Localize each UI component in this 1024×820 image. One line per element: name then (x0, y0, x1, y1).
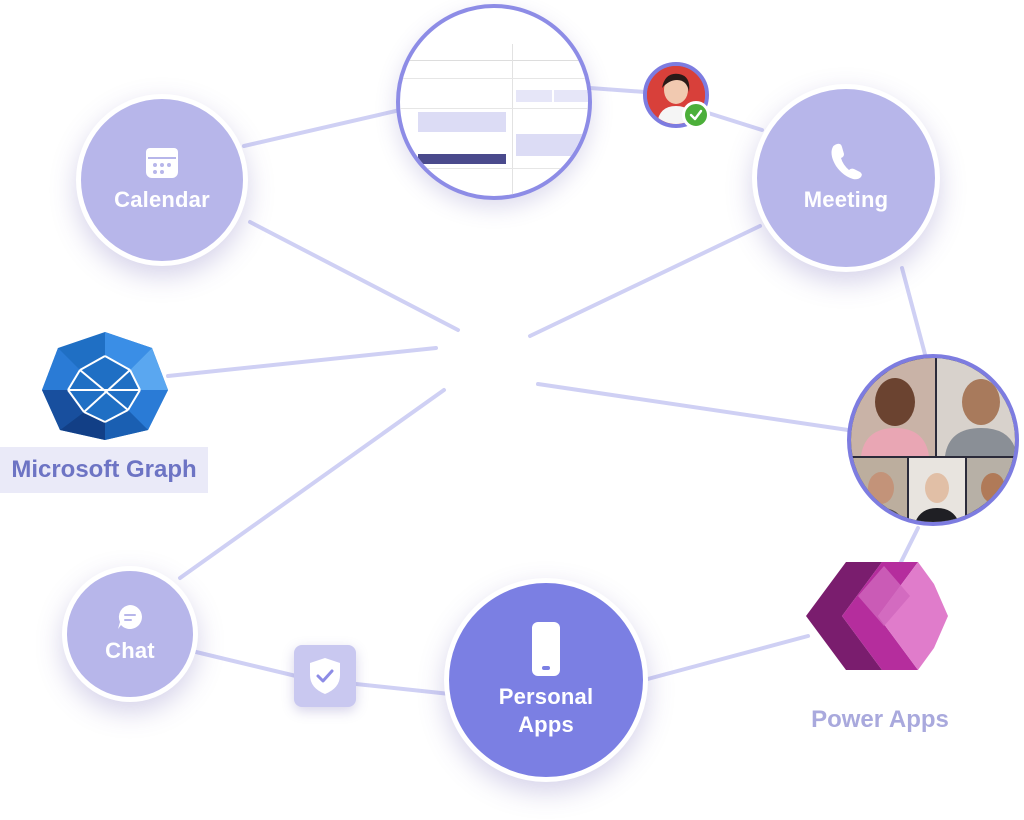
personal-apps-label-line2: Apps (518, 712, 574, 737)
calendar-preview-header (400, 44, 588, 61)
phone-icon (831, 143, 862, 180)
microsoft-graph-logo (42, 332, 168, 440)
phone-device-icon (532, 622, 560, 676)
meeting-label: Meeting (803, 187, 889, 212)
calendar-event (516, 90, 552, 102)
participant-tile (937, 358, 1015, 456)
calendar-label: Calendar (114, 187, 210, 212)
participant-tile (851, 458, 907, 522)
participant-tile (909, 458, 965, 522)
chat-label: Chat (105, 638, 155, 663)
calendar-event (418, 112, 506, 132)
chat-node[interactable]: Chat (62, 566, 198, 702)
personal-apps-node[interactable]: Personal Apps (444, 578, 648, 782)
chat-bubble-icon (118, 605, 142, 629)
security-shield-icon (294, 645, 356, 707)
check-badge-icon (682, 101, 710, 129)
video-call-preview (847, 354, 1019, 526)
power-apps-label: Power Apps (811, 706, 949, 733)
calendar-event (418, 154, 506, 164)
personal-apps-label-line1: Personal (498, 684, 594, 709)
calendar-icon (146, 148, 178, 178)
calendar-node[interactable]: Calendar (76, 94, 248, 266)
calendar-preview (396, 4, 592, 200)
microsoft-graph-label: Microsoft Graph (0, 447, 208, 493)
meeting-node[interactable]: Meeting (752, 84, 940, 272)
participant-tile (851, 358, 935, 456)
participant-tile (967, 458, 1015, 522)
calendar-event (516, 134, 588, 156)
power-apps-logo (806, 562, 948, 670)
calendar-event (554, 90, 588, 102)
